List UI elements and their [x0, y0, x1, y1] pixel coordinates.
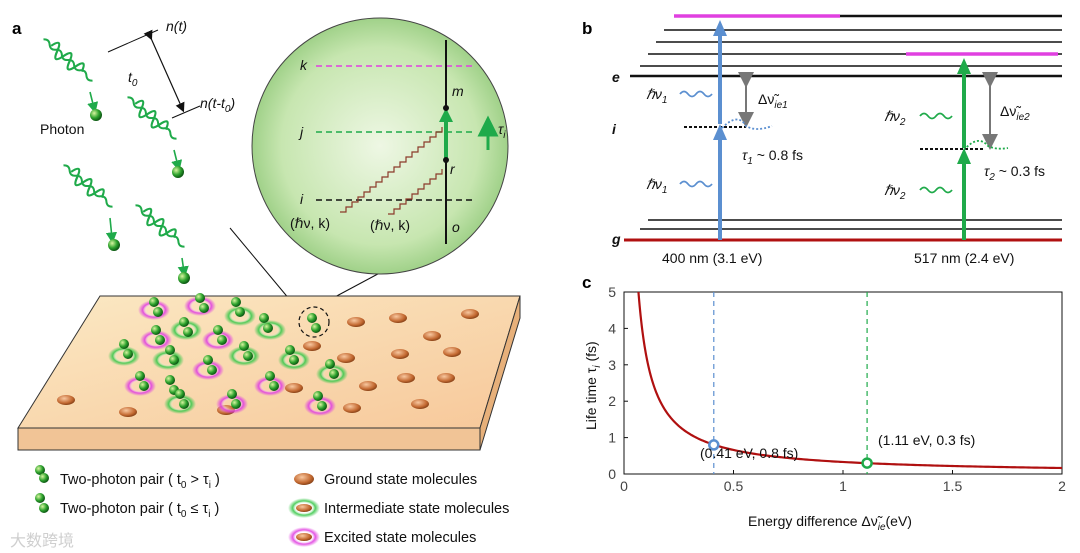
photon-label: Photon: [40, 121, 84, 137]
inset-photon-tag-2: (ℏν, k): [370, 217, 410, 233]
lifetime-chart: 0 0.5 1 1.5 2 0 1 2 3 4 5: [608, 284, 1066, 494]
delta-ie2: Δν̃ie2: [1000, 103, 1030, 123]
energy-levels: [624, 14, 1062, 242]
x-axis-label: Energy difference Δν̃ie(eV): [748, 513, 912, 533]
photon-wave-packets: [43, 38, 189, 278]
x-tick-label: 0: [620, 478, 628, 494]
annotation-2: (1.11 eV, 0.3 fs): [878, 432, 975, 448]
inset-point-m: m: [452, 83, 464, 99]
tau2-label: τ2 ~ 0.3 fs: [984, 163, 1045, 183]
y-tick-label: 5: [608, 284, 616, 300]
x-tick-label: 0.5: [724, 478, 744, 494]
legend-two-photon-pair-2: Two-photon pair ( t0 ≤ τi ): [60, 501, 219, 520]
legend: [35, 465, 320, 547]
level-i: i: [612, 121, 617, 137]
legend-two-photon-pair-1: Two-photon pair ( t0 > τi ): [60, 472, 220, 491]
y-tick-label: 1: [608, 430, 616, 446]
hv1-lower: ℏν1: [646, 176, 667, 196]
legend-intermediate-state: Intermediate state molecules: [324, 501, 509, 517]
delay-label: t0: [128, 69, 138, 89]
y-tick-label: 4: [608, 320, 616, 336]
y-tick-label: 2: [608, 393, 616, 409]
x-tick-label: 1: [839, 478, 847, 494]
inset-circle: [251, 17, 509, 275]
n-t-t0-leader: [171, 105, 201, 119]
watermark: 大数跨境: [10, 531, 74, 550]
data-point-1: [708, 439, 720, 451]
wavelength-400: 400 nm (3.1 eV): [662, 250, 762, 266]
inset-point-r: r: [450, 161, 456, 177]
legend-excited-state: Excited state molecules: [324, 530, 476, 546]
panel-c-letter: c: [582, 273, 591, 292]
y-tick-label: 0: [608, 466, 616, 482]
data-point-2: [861, 457, 873, 469]
inset-photon-tag-1: (ℏν, k): [290, 215, 330, 231]
y-tick-label: 3: [608, 357, 616, 373]
photon-balls: [90, 109, 190, 284]
x-tick-label: 1.5: [943, 478, 963, 494]
point-r: [443, 157, 449, 163]
legend-ground-state: Ground state molecules: [324, 472, 477, 488]
plot-frame: [623, 291, 1063, 475]
wavy-photons: [679, 90, 1009, 194]
pulse-label-n-t: n(t): [166, 18, 187, 34]
lifetime-curve: [637, 291, 1063, 470]
hv1-upper: ℏν1: [646, 86, 667, 106]
y-axis-label: Life time τi (fs): [583, 341, 603, 430]
annotation-1: (0.41 eV, 0.8 fs): [700, 445, 798, 461]
delta-ie1: Δν̃ie1: [758, 91, 788, 111]
transition-arrows: [713, 20, 998, 240]
inset-point-o: o: [452, 219, 460, 235]
sample-slab: [17, 295, 521, 451]
tau1-label: τ1 ~ 0.8 fs: [742, 147, 803, 167]
panel-b-letter: b: [582, 19, 592, 38]
inset-level-i: i: [300, 191, 304, 207]
zoom-dashed-circle: [298, 306, 330, 338]
hv2-upper: ℏν2: [884, 108, 906, 128]
x-tick-label: 2: [1058, 478, 1066, 494]
inset-level-k: k: [300, 57, 308, 73]
level-e: e: [612, 69, 620, 85]
wavelength-517: 517 nm (2.4 eV): [914, 250, 1014, 266]
inset-level-j: j: [298, 124, 304, 140]
inset-tau: τi: [498, 121, 506, 141]
hv2-lower: ℏν2: [884, 182, 906, 202]
delay-arrow: [143, 29, 185, 113]
inset-green-arrowhead: [439, 108, 453, 122]
inset-staircase: [340, 127, 443, 215]
pulse-label-n-t-t0: n(t-t0): [200, 95, 235, 115]
level-g: g: [611, 231, 621, 247]
point-m: [443, 105, 449, 111]
panel-a-letter: a: [12, 19, 22, 38]
two-photon-pairs: [119, 293, 339, 411]
n-t-leader: [107, 29, 159, 53]
